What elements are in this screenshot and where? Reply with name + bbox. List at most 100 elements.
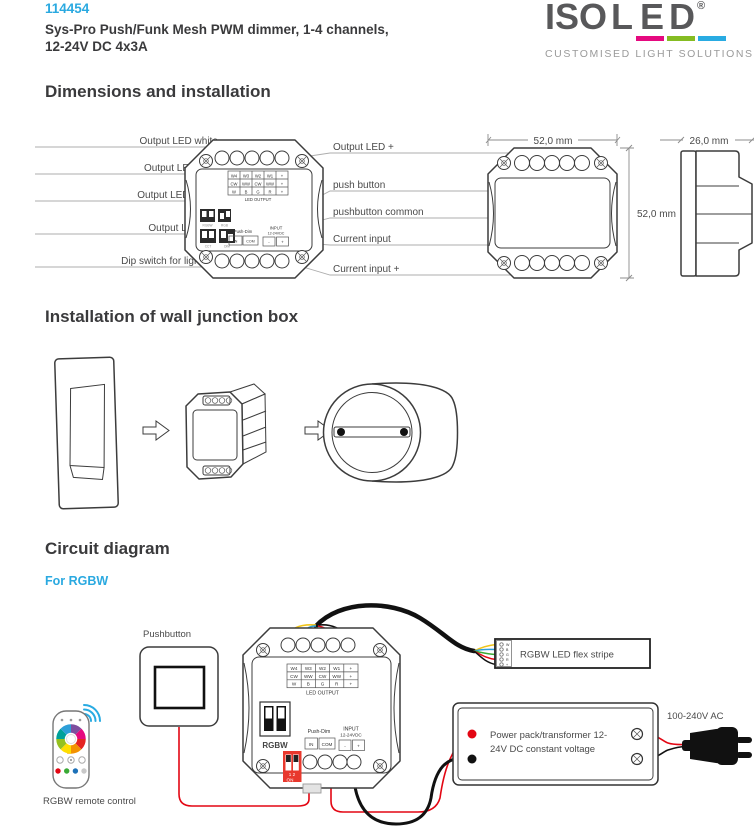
label-output-led-blue: Output LED blue -: [144, 163, 224, 174]
dc-plus-terminal: [467, 729, 477, 739]
terminal-holes: [280, 637, 362, 770]
stripe-label: RGBW LED flex stripe: [520, 650, 614, 661]
label-current-input-plus: Current input +: [333, 264, 400, 275]
screw-icons: [497, 156, 608, 270]
terminal-cell: +: [350, 666, 353, 671]
terminal-cell: WW: [304, 674, 313, 679]
arrow-right-icon: [142, 420, 170, 441]
terminal-holes: [514, 155, 590, 271]
logo-bar-green: [667, 36, 695, 41]
com-terminal-label: COM: [322, 742, 333, 747]
terminal-cell: WW: [242, 181, 250, 186]
terminal-cell: W: [232, 189, 236, 194]
dimensions-diagram: Output LED white - Output LED blue - Out…: [35, 134, 754, 282]
minus-terminal-label: -: [268, 240, 270, 245]
plus-terminal-label: +: [357, 744, 360, 749]
screw-icons: [199, 154, 309, 264]
dip-label-rgbw: RGBW: [203, 224, 213, 228]
terminal-cell: WW: [266, 181, 274, 186]
power-pack-drawing: Power pack/transformer 12- 24V DC consta…: [452, 702, 659, 786]
wall-switch-drawing: [54, 356, 119, 510]
pushbutton-drawing: [139, 646, 219, 727]
product-title-line1: Sys-Pro Push/Funk Mesh PWM dimmer, 1-4 c…: [45, 22, 389, 37]
article-number: 114454: [45, 1, 90, 16]
rgbw-remote-drawing: [52, 704, 101, 789]
terminal-cell: CW: [231, 181, 238, 186]
pushbutton-label: Pushbutton: [143, 629, 191, 640]
terminal-cell: +: [281, 173, 284, 178]
dimmer-front-drawing: W4 W3 W2 W1 + CW WW CW WW + W B G R + LE…: [184, 139, 324, 279]
terminal-table: W4 W3 W2 W1 + CW WW CW WW + W B G R + LE…: [286, 663, 359, 697]
led-output-label: LED OUTPUT: [245, 197, 272, 202]
terminal-cell: +: [350, 674, 353, 679]
input-voltage-label: 12-24VDC: [268, 232, 285, 236]
power-pack-label-line2: 24V DC constant voltage: [490, 744, 595, 755]
terminal-holes: [214, 150, 290, 269]
label-output-led-plus: Output LED +: [333, 142, 394, 153]
label-current-input: Current input: [333, 234, 391, 245]
ac-screw-terminal: [630, 727, 644, 741]
power-plug-icon: [682, 727, 752, 765]
logo-bar-cyan: [698, 36, 726, 41]
terminal-cell: R: [268, 189, 271, 194]
height-value: 52,0 mm: [637, 209, 676, 220]
width-dimension: 52,0 mm: [485, 134, 621, 147]
color-wheel: [56, 724, 86, 754]
push-dim-label: Push-Dim: [308, 729, 331, 735]
terminal-cell: W3: [305, 666, 312, 671]
circuit-diagram: Pushbutton: [43, 603, 752, 826]
terminal-cell: +: [281, 189, 284, 194]
in-terminal-label: IN: [234, 240, 238, 244]
stripe-terminal-plus: +: [506, 663, 508, 667]
label-output-led-white: Output LED white -: [140, 136, 224, 147]
stripe-terminal-w: W: [506, 643, 510, 647]
power-pack-label-line1: Power pack/transformer 12-: [490, 730, 607, 741]
dip-label-rgb: RGB: [221, 224, 228, 228]
width-value: 52,0 mm: [534, 136, 573, 147]
terminal-cell: W2: [255, 173, 262, 178]
rgbw-dip-block: RGBW: [259, 701, 291, 750]
subheading-for-rgbw: For RGBW: [45, 574, 109, 588]
logo-text-iso: ISO: [545, 0, 608, 37]
remote-label: RGBW remote control: [43, 796, 136, 807]
depth-dimension: 26,0 mm: [660, 136, 754, 147]
terminal-cell: CW: [290, 674, 298, 679]
terminal-cell: B: [307, 682, 310, 687]
terminal-cell: W4: [231, 173, 238, 178]
dip-numbers-label: 1 2: [289, 772, 296, 777]
power-minus-wire: [353, 757, 465, 826]
heading-dimensions: Dimensions and installation: [45, 82, 271, 101]
ac-voltage-label: 100-240V AC: [667, 711, 724, 722]
input-label: INPUT: [270, 226, 283, 231]
led-cable: [313, 603, 477, 654]
terminal-table: W4 W3 W2 W1 + CW WW CW WW + W B G R + LE…: [227, 170, 289, 202]
logo-bar-magenta: [636, 36, 664, 41]
terminal-cell: W3: [243, 173, 250, 178]
dimensioned-front-view: 52,0 mm 52,0 mm: [485, 134, 676, 282]
label-push-button: push button: [333, 180, 385, 191]
label-pushbutton-common: pushbutton common: [333, 207, 424, 218]
rgbw-dip-label: RGBW: [262, 741, 288, 750]
terminal-cell: R: [335, 682, 339, 687]
input-voltage-label: 12-24VDC: [340, 733, 362, 738]
minus-terminal-label: -: [344, 744, 346, 749]
input-label: INPUT: [343, 727, 359, 733]
logo-letter-l: L: [611, 0, 634, 37]
depth-value: 26,0 mm: [690, 136, 729, 147]
push-dim-input-terminals: Push-Dim IN COM INPUT 12-24VDC - +: [228, 226, 289, 247]
mounting-screw-icon: [400, 428, 408, 436]
logo-letter-d: D: [669, 0, 696, 37]
terminal-cell: +: [350, 682, 353, 687]
push-dim-input-terminals: Push-Dim IN COM INPUT 12-24VDC - +: [304, 727, 365, 751]
pushbutton-wire: [178, 727, 310, 807]
terminal-cell: W4: [291, 666, 298, 671]
led-stripe-drawing: W B G R + RGBW LED flex stripe: [494, 638, 651, 669]
logo-tagline: CUSTOMISED LIGHT SOLUTIONS: [545, 48, 754, 60]
terminal-cell: +: [281, 181, 284, 186]
terminal-cell: G: [321, 682, 325, 687]
terminal-cell: W2: [319, 666, 326, 671]
terminal-cell: CW: [255, 181, 262, 186]
push-dim-label: Push-Dim: [234, 229, 253, 234]
